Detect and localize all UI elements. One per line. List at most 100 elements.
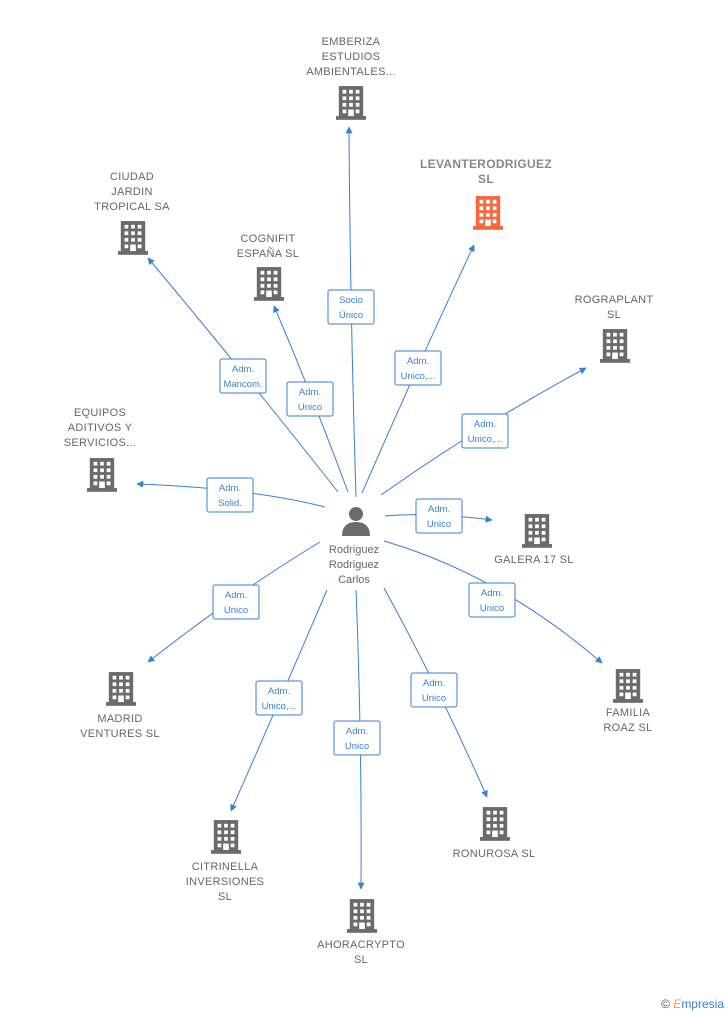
company-name-label: JARDIN [111,186,153,198]
company-name-label: ADITIVOS Y [68,422,133,434]
edge-label-ahoracrypto[interactable]: Adm. Unico [333,720,381,756]
building-icon [106,672,136,706]
building-icon [336,86,366,120]
edge-label-box [415,498,463,534]
company-node-ronurosa[interactable]: RONUROSA SL [453,807,536,860]
building-icon [600,329,630,363]
company-name-label: FAMILIA [606,707,651,719]
brand-initial: E [673,997,682,1011]
company-node-madrid-ventures[interactable]: MADRID VENTURES SL [80,672,160,740]
edge-label-text: Único [339,310,363,321]
edge-label-text: Unico [422,693,446,704]
company-name-label: AMBIENTALES... [306,66,396,78]
edge-label-equipos[interactable]: Adm. Solid. [206,477,254,513]
edge-label-text: Solid. [218,498,242,509]
edge-label-text: Mancom. [223,379,262,390]
edge-label-box [219,358,267,394]
edge-label-box [286,381,334,417]
company-node-emberiza[interactable]: EMBERIZA ESTUDIOS AMBIENTALES... [306,36,396,120]
building-icon [87,458,117,492]
edge-label-text: Adm. [474,419,496,430]
edge-label-text: Socio [339,295,363,306]
edge-label-text: Adm. [481,588,503,599]
edge-label-text: Adm. [423,678,445,689]
company-name-label: RONUROSA SL [453,848,536,860]
edge-label-galera[interactable]: Adm. Unico [415,498,463,534]
person-icon [342,507,370,536]
company-name-label: EQUIPOS [74,407,126,419]
company-name-label: SL [607,309,621,321]
company-node-citrinella[interactable]: CITRINELLA INVERSIONES SL [186,820,265,903]
edge-label-text: Adm. [219,483,241,494]
edge-label-ciudad-jardin[interactable]: Adm. Mancom. [219,358,267,394]
edge-label-madrid-ventures[interactable]: Adm. Unico [212,584,260,620]
company-name-label: MADRID [97,713,142,725]
edge-label-text: Adm. [268,686,290,697]
copyright-symbol: © [661,997,670,1011]
company-name-label: ESPAÑA SL [237,247,299,260]
building-icon [480,807,510,841]
company-name-label: SL [218,891,232,903]
company-name-label: INVERSIONES [186,876,265,888]
building-icon [473,196,503,230]
edge-label-text: Unico [298,402,322,413]
edge-label-text: Adm. [428,504,450,515]
company-name-label: AHORACRYPTO [317,939,405,951]
edge-label-text: Unico,... [401,371,436,382]
edge-label-text: Adm. [346,726,368,737]
edge-label-box [212,584,260,620]
company-name-label: TROPICAL SA [94,201,170,213]
edge-label-text: Unico,... [262,701,297,712]
building-icon [347,899,377,933]
brand-logo: © Empresia [661,997,724,1011]
edge-label-text: Adm. [232,364,254,375]
edge-label-box [410,672,458,708]
edge-label-box [461,413,509,449]
edge-label-box [327,289,375,325]
edge-label-levanterodriguez[interactable]: Adm. Unico,... [394,350,442,386]
edge-label-text: Unico,... [468,434,503,445]
company-name-label: EMBERIZA [322,36,381,48]
company-name-label: COGNIFIT [241,233,296,245]
person-name-label: Rodriguez [329,544,379,556]
edge-label-text: Adm. [225,590,247,601]
edge-label-box [255,680,303,716]
edge-label-familia-roaz[interactable]: Adm. Unico [468,582,516,618]
company-name-label: VENTURES SL [80,728,160,740]
company-name-label: SERVICIOS... [64,437,136,449]
company-node-familia-roaz[interactable]: FAMILIA ROAZ SL [603,669,652,734]
company-node-cognifit[interactable]: COGNIFIT ESPAÑA SL [237,233,299,301]
building-icon [613,669,643,703]
edge-label-citrinella[interactable]: Adm. Unico,... [255,680,303,716]
edge-label-box [206,477,254,513]
edge-label-text: Unico [480,603,504,614]
edge-label-text: Unico [224,605,248,616]
company-name-label: ROAZ SL [603,722,652,734]
company-node-equipos[interactable]: EQUIPOS ADITIVOS Y SERVICIOS... [64,407,136,492]
building-icon [522,514,552,548]
brand-name: mpresia [681,997,724,1011]
company-name-label: ESTUDIOS [322,51,381,63]
edge-label-text: Adm. [299,387,321,398]
edge-label-text: Unico [345,741,369,752]
building-icon [254,267,284,301]
edge-label-text: Adm. [407,356,429,367]
company-name-label: CITRINELLA [192,861,259,873]
person-name-label: Carlos [338,574,370,586]
company-node-galera[interactable]: GALERA 17 SL [494,514,573,566]
edge-label-cognifit[interactable]: Adm. Unico [286,381,334,417]
building-icon [211,820,241,854]
company-name-label: LEVANTERODRIGUEZ [420,157,552,171]
edge-label-box [468,582,516,618]
edge-label-ronurosa[interactable]: Adm. Unico [410,672,458,708]
edge-label-rograplant[interactable]: Adm. Unico,... [461,413,509,449]
company-name-label: GALERA 17 SL [494,554,573,566]
edge-label-text: Unico [427,519,451,530]
